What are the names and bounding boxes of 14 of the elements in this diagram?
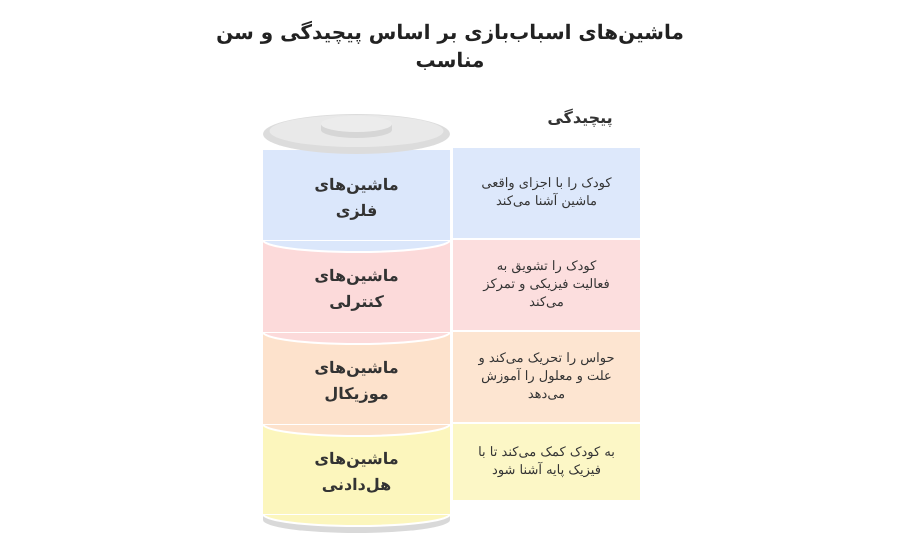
description-box bbox=[453, 240, 640, 330]
description-text: به کودک کمک می‌کند تا با فیزیک پایه آشنا شود bbox=[477, 444, 616, 480]
segment-label: ماشین‌های هل‌دادنی bbox=[313, 448, 400, 496]
description-text: کودک را با اجزای واقعی ماشین آشنا می‌کند bbox=[480, 175, 613, 211]
description-text: حواس را تحریک می‌کند و علت و معلول را آموزش می‌دهد bbox=[477, 350, 616, 404]
title: ماشین‌های اسباب‌بازی بر اساس پیچیدگی و سن مناسب bbox=[215, 19, 685, 74]
description-text: کودک را تشویق به فعالیت فیزیکی و تمرکز می‌کند bbox=[482, 258, 611, 312]
segment-label: ماشین‌های فلزی bbox=[313, 174, 400, 222]
segment-label: ماشین‌های موزیکال bbox=[313, 357, 400, 405]
segment-label: ماشین‌های کنترلی bbox=[313, 265, 400, 313]
description-box bbox=[453, 424, 640, 500]
column-heading: پیچیدگی bbox=[546, 108, 614, 127]
description-box bbox=[453, 148, 640, 238]
description-box bbox=[453, 332, 640, 422]
